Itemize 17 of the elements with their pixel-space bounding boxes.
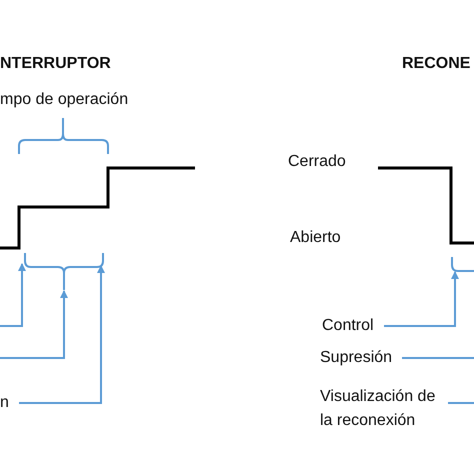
callout-text: Supresión (320, 346, 392, 370)
callout-text: Control (322, 314, 374, 338)
state-label: Cerrado (288, 152, 346, 172)
state-label: Abierto (290, 228, 341, 248)
callout-text: n (0, 391, 9, 415)
leader-line (384, 271, 459, 327)
brace (24, 252, 104, 291)
title: NTERRUPTOR (0, 54, 111, 74)
time-label: mpo de operación (0, 90, 128, 110)
leader-line (0, 290, 68, 359)
leader-line (448, 402, 474, 404)
callout-text: Visualización de la reconexión (320, 385, 438, 433)
leader-line (19, 265, 105, 404)
leader-line (402, 357, 474, 359)
brace (451, 257, 474, 272)
title: RECONE (402, 54, 470, 74)
leader-line (0, 263, 26, 327)
